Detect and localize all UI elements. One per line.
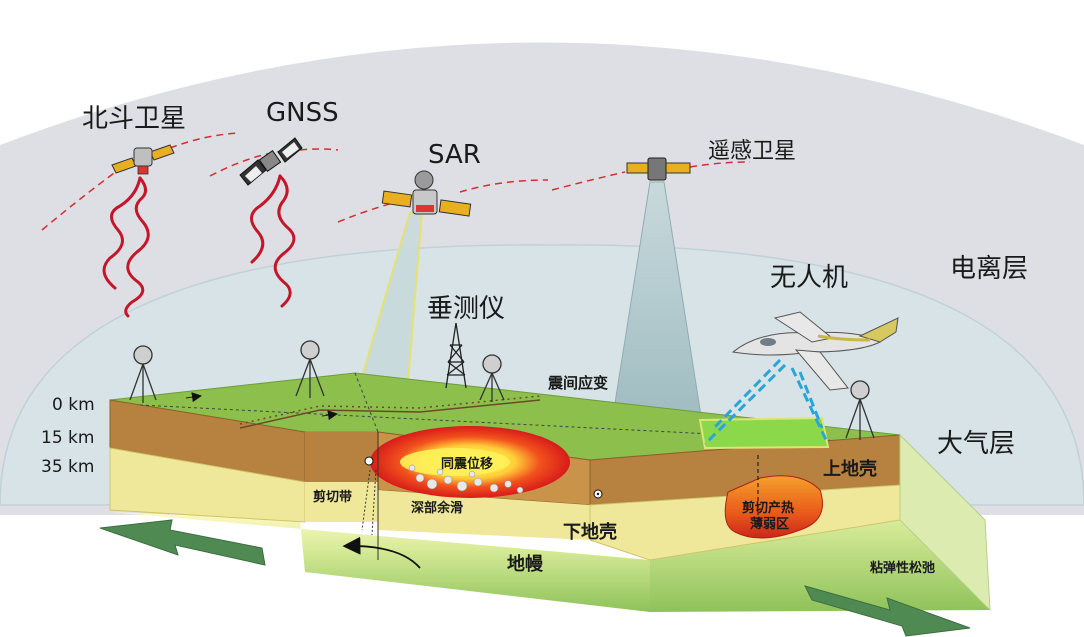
remote-sensing-satellite-icon [626,157,691,181]
atmosphere-label: 大气层 [937,429,1016,459]
drone-survey-patch [698,416,830,450]
interseismic-strain-label: 震间应变 [548,374,609,392]
mantle-label: 地幔 [507,554,543,575]
shear-heating-zone [724,475,823,539]
gnss-station-4 [845,380,875,440]
drone-label: 无人机 [770,263,849,293]
shear-heating-label: 剪切产热 [742,501,795,516]
lower-crust-label: 下地壳 [563,522,617,543]
ionosphere-label: 电离层 [950,254,1029,284]
gravimeter-tower [445,322,467,389]
coseismic-slip-label: 同震位移 [441,457,494,472]
deep-afterslip-label: 深部余滑 [411,501,464,516]
upper-crust-label: 上地壳 [823,459,877,480]
gravimeter-label: 垂测仪 [427,294,506,324]
gnss-station-1 [129,345,157,403]
mantle-block [110,512,650,612]
beidou-satellite-icon [111,144,175,175]
gnss-station-2 [295,340,325,398]
gnss-label: GNSS [266,98,339,128]
remote-sensing-label: 遥感卫星 [708,139,797,164]
plate-arrow-right [804,585,971,637]
gnss-satellite-icon [239,137,303,186]
gnss-signals [102,174,296,318]
gnss-station-3 [479,354,505,402]
weak-zone-label: 薄弱区 [750,517,790,532]
beidou-label: 北斗卫星 [82,104,187,134]
depth-35-label: 35 km [41,457,95,477]
sar-label: SAR [428,140,481,170]
plate-arrow-left [99,519,266,566]
viscoelastic-label: 粘弹性松弛 [870,561,936,576]
shear-zone-label: 剪切带 [313,490,353,505]
afterslip-arrow [342,536,421,569]
depth-0-label: 0 km [52,395,95,415]
sar-satellite-icon [381,170,472,217]
drone-airplane-icon [731,311,899,391]
depth-15-label: 15 km [41,428,95,448]
